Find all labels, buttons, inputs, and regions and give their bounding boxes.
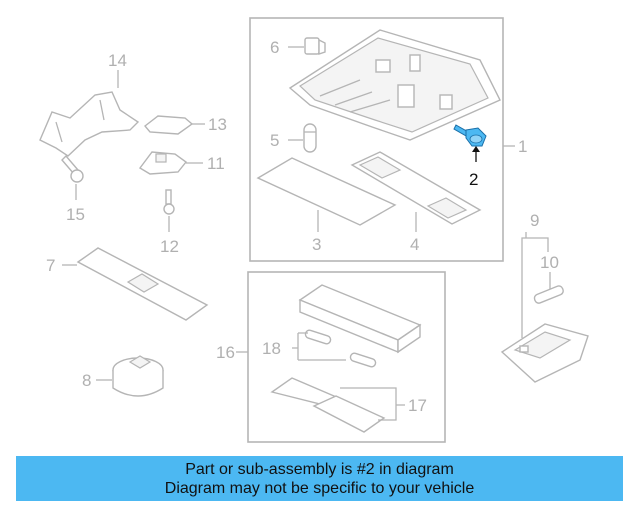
part-17-pads — [270, 377, 386, 433]
callout-8[interactable]: 8 — [82, 371, 91, 390]
callout-18[interactable]: 18 — [262, 339, 281, 358]
callout-5[interactable]: 5 — [270, 131, 279, 150]
part-3-pad — [256, 157, 397, 226]
part-18-bulbs — [304, 329, 377, 368]
callout-2[interactable]: 2 — [469, 170, 478, 189]
part-7-strip — [76, 247, 209, 321]
callout-6[interactable]: 6 — [270, 38, 279, 57]
callout-13[interactable]: 13 — [208, 115, 227, 134]
callout-1[interactable]: 1 — [518, 137, 527, 156]
callout-3[interactable]: 3 — [312, 235, 321, 254]
part-4-lens — [350, 151, 482, 225]
assembly-16-frame — [247, 271, 446, 443]
part-9-map-lamp — [500, 323, 589, 383]
part-8-motor — [112, 355, 164, 397]
part-11-clip — [138, 151, 188, 175]
callout-4[interactable]: 4 — [410, 235, 419, 254]
part-13-pad — [143, 115, 194, 135]
part-6-clip — [304, 37, 326, 55]
callout-15[interactable]: 15 — [66, 205, 85, 224]
callout-9[interactable]: 9 — [530, 211, 539, 230]
info-banner: Part or sub-assembly is #2 in diagram Di… — [16, 456, 623, 501]
part-14-bracket — [39, 91, 140, 157]
callout-16[interactable]: 16 — [216, 343, 235, 362]
part-2-screw[interactable] — [453, 124, 487, 147]
callout-14[interactable]: 14 — [108, 51, 127, 70]
part-12-screw — [163, 189, 175, 215]
parts-diagram: 1 6 5 3 4 2 — [39, 17, 589, 443]
callout-12[interactable]: 12 — [160, 237, 179, 256]
part-16-lamp-housing — [298, 284, 422, 354]
callout-11[interactable]: 11 — [207, 154, 225, 173]
banner-line-1: Part or sub-assembly is #2 in diagram — [185, 461, 454, 478]
assembly-1-frame — [249, 17, 504, 262]
part-10-bulb — [533, 285, 564, 304]
console-housing — [288, 29, 501, 141]
callout-10[interactable]: 10 — [540, 253, 559, 272]
callout-7[interactable]: 7 — [46, 256, 55, 275]
part-5-bulb — [303, 123, 317, 153]
part-15-bolt — [61, 154, 84, 183]
banner-line-2: Diagram may not be specific to your vehi… — [164, 480, 475, 497]
callout-17[interactable]: 17 — [408, 396, 427, 415]
